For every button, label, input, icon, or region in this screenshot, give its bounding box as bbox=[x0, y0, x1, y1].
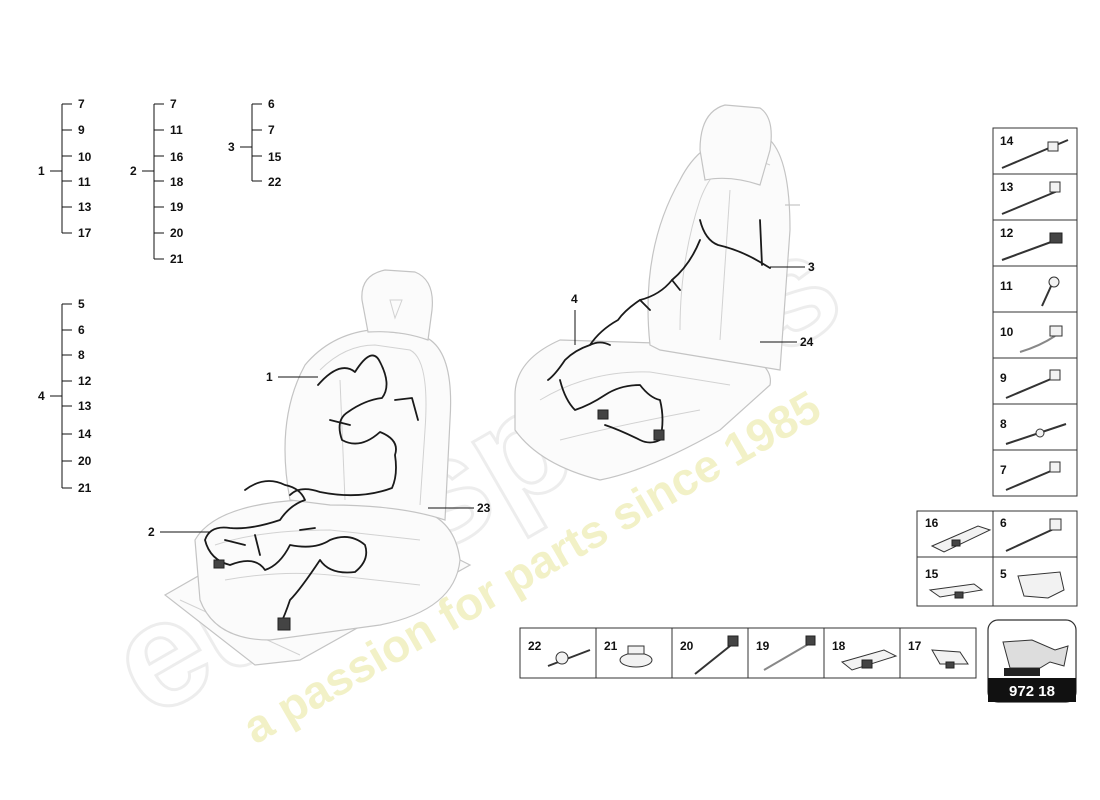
part-cell[interactable] bbox=[992, 403, 1078, 451]
part-number: 9 bbox=[1000, 371, 1007, 385]
tree-3-child: 6 bbox=[268, 97, 275, 111]
page-label: 972 18 bbox=[1009, 683, 1055, 700]
part-number: 18 bbox=[832, 639, 846, 653]
arrow-icon bbox=[1002, 639, 1069, 676]
part-cell[interactable] bbox=[916, 556, 994, 607]
tree-3-child: 15 bbox=[268, 150, 282, 164]
parts-left-of-column: 16 15 bbox=[916, 510, 994, 607]
tree-1-child: 17 bbox=[78, 226, 92, 240]
callout-3: 3 bbox=[808, 260, 815, 274]
part-number: 7 bbox=[1000, 463, 1007, 477]
tree-3: 3 6 7 15 22 bbox=[228, 97, 282, 189]
tree-3-parent: 3 bbox=[228, 140, 235, 154]
tree-2-child: 21 bbox=[170, 252, 184, 266]
part-number: 17 bbox=[908, 639, 922, 653]
tree-2-child: 18 bbox=[170, 175, 184, 189]
tree-4: 4 5 6 8 12 13 14 20 21 bbox=[38, 297, 92, 495]
part-cell[interactable] bbox=[992, 510, 1078, 558]
tree-2: 2 7 11 16 18 19 20 21 bbox=[130, 97, 184, 266]
part-number: 11 bbox=[1000, 279, 1013, 293]
tree-1-child: 10 bbox=[78, 150, 92, 164]
tree-2-child: 7 bbox=[170, 97, 177, 111]
seat-left bbox=[163, 269, 472, 666]
tree-4-child: 14 bbox=[78, 427, 92, 441]
tree-2-child: 20 bbox=[170, 226, 184, 240]
page-reference-box: 972 18 bbox=[987, 619, 1077, 703]
callout-1: 1 bbox=[266, 370, 273, 384]
parts-bottom-row: 22 21 20 19 18 17 bbox=[519, 627, 977, 679]
tree-4-child: 12 bbox=[78, 374, 92, 388]
part-cell[interactable] bbox=[992, 357, 1078, 405]
tree-1-parent: 1 bbox=[38, 164, 45, 178]
part-number: 22 bbox=[528, 639, 542, 653]
parts-right-column: 14 13 12 11 10 9 8 7 6 5 bbox=[992, 127, 1078, 607]
tree-4-child: 13 bbox=[78, 399, 92, 413]
tree-3-child: 22 bbox=[268, 175, 282, 189]
tree-1-child: 9 bbox=[78, 123, 85, 137]
seat-right bbox=[514, 104, 800, 481]
tree-2-child: 16 bbox=[170, 150, 184, 164]
tree-4-child: 20 bbox=[78, 454, 92, 468]
part-number: 6 bbox=[1000, 516, 1007, 530]
part-number: 13 bbox=[1000, 180, 1014, 194]
tree-2-child: 11 bbox=[170, 123, 183, 137]
callout-23: 23 bbox=[477, 501, 491, 515]
part-number: 10 bbox=[1000, 325, 1014, 339]
tree-1-child: 13 bbox=[78, 200, 92, 214]
callouts: 1 2 3 4 23 24 bbox=[148, 260, 815, 539]
part-cell[interactable] bbox=[992, 311, 1078, 359]
tree-1-child: 11 bbox=[78, 175, 91, 189]
part-number: 14 bbox=[1000, 134, 1014, 148]
part-number: 20 bbox=[680, 639, 694, 653]
part-number: 16 bbox=[925, 516, 939, 530]
callout-24: 24 bbox=[800, 335, 814, 349]
part-number: 5 bbox=[1000, 567, 1007, 581]
part-number: 21 bbox=[604, 639, 618, 653]
tree-1: 1 7 9 10 11 13 17 bbox=[38, 97, 92, 240]
part-number: 19 bbox=[756, 639, 770, 653]
tree-4-child: 8 bbox=[78, 348, 85, 362]
part-cell[interactable] bbox=[992, 449, 1078, 497]
part-number: 15 bbox=[925, 567, 939, 581]
tree-2-child: 19 bbox=[170, 200, 184, 214]
part-cell[interactable] bbox=[992, 265, 1078, 313]
tree-4-child: 21 bbox=[78, 481, 92, 495]
tree-4-child: 5 bbox=[78, 297, 85, 311]
callout-2: 2 bbox=[148, 525, 155, 539]
part-number: 12 bbox=[1000, 226, 1014, 240]
part-number: 8 bbox=[1000, 417, 1007, 431]
tree-3-child: 7 bbox=[268, 123, 275, 137]
callout-4: 4 bbox=[571, 292, 578, 306]
tree-1-child: 7 bbox=[78, 97, 85, 111]
tree-4-parent: 4 bbox=[38, 389, 45, 403]
tree-4-child: 6 bbox=[78, 323, 85, 337]
tree-2-parent: 2 bbox=[130, 164, 137, 178]
